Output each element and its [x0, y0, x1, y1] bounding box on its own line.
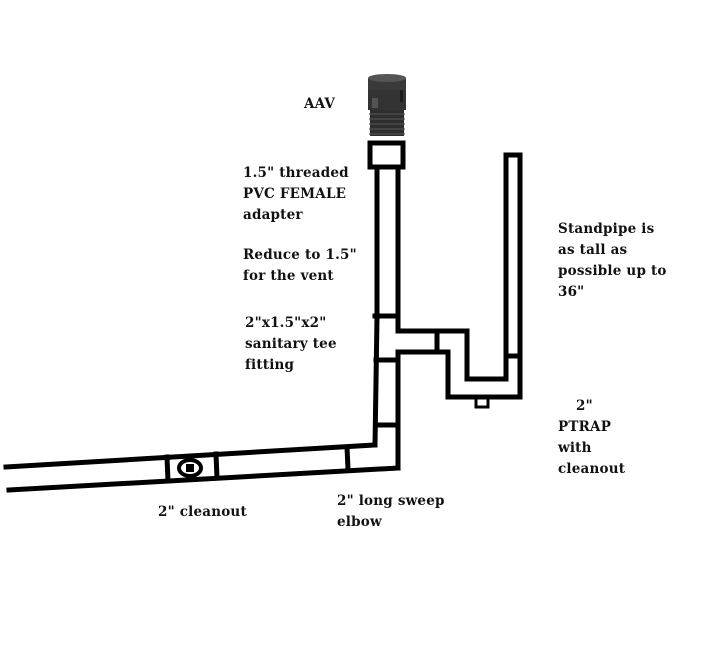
- aav-vent-slot: [400, 90, 403, 102]
- label-reduce: Reduce to 1.5" for the vent: [243, 247, 357, 284]
- aav-device: [368, 74, 406, 136]
- cleanout-collar-left: [164, 454, 171, 484]
- drain-cleanout-plug: [186, 464, 194, 472]
- female-adapter: [367, 140, 406, 170]
- label-adapter: 1.5" threaded PVC FEMALE adapter: [243, 165, 349, 223]
- label-ptrap: 2" PTRAP with cleanout: [558, 398, 626, 477]
- label-aav: AAV: [304, 96, 336, 112]
- aav-top: [368, 74, 406, 82]
- aav-highlight: [372, 98, 378, 108]
- drain-bottom: [6, 465, 401, 493]
- label-cleanout: 2" cleanout: [158, 504, 247, 520]
- drain-top: [3, 442, 377, 470]
- trap-inner: [395, 328, 508, 382]
- label-elbow: 2" long sweep elbow: [337, 493, 445, 530]
- trap-outer-and-standpipe: [395, 152, 523, 400]
- label-tee: 2"x1.5"x2" sanitary tee fitting: [245, 315, 337, 373]
- aav-threads: [369, 110, 405, 136]
- trap-cleanout-plug: [474, 396, 490, 409]
- cleanout-collar-right: [213, 451, 220, 481]
- label-standpipe: Standpipe is as tall as possible up to 3…: [558, 221, 667, 300]
- elbow-collar: [344, 444, 351, 472]
- stack-left: [372, 315, 380, 448]
